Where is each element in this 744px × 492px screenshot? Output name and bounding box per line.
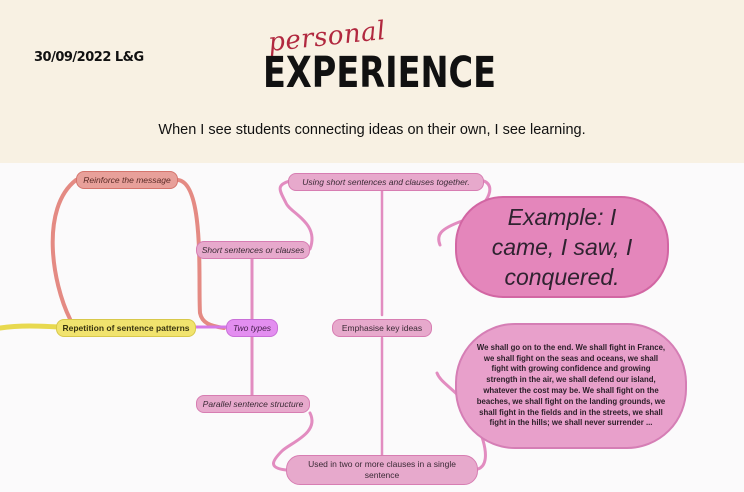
node-used-in-label: Used in two or more clauses in a single … [308,459,456,480]
page-title: EXPERIENCE [263,48,497,98]
node-using-short-label: Using short sentences and clauses togeth… [302,177,470,187]
used-in-connector [272,411,314,472]
reinforce-return-connector [176,178,226,330]
node-parallel-label: Parallel sentence structure [202,399,304,409]
node-parallel[interactable]: Parallel sentence structure [196,395,310,413]
node-root-label: Repetition of sentence patterns [62,323,190,333]
node-example-label: Example: I came, I saw, I conquered. [491,204,633,290]
node-quote[interactable]: We shall go on to the end. We shall figh… [455,323,687,449]
node-using-short[interactable]: Using short sentences and clauses togeth… [288,173,484,191]
tagline: When I see students connecting ideas on … [158,122,586,138]
mind-map-canvas: Reinforce the message Repetition of sent… [0,163,744,492]
using-short-connector [278,179,314,251]
header-banner: 30/09/2022 L&G personal EXPERIENCE When … [0,0,744,163]
node-root[interactable]: Repetition of sentence patterns [56,319,196,337]
node-two-types[interactable]: Two types [226,319,278,337]
node-quote-label: We shall go on to the end. We shall figh… [476,342,666,428]
node-emphasise[interactable]: Emphasise key ideas [332,319,432,337]
mind-map-connectors [0,178,492,472]
node-used-in[interactable]: Used in two or more clauses in a single … [286,455,478,485]
node-example[interactable]: Example: I came, I saw, I conquered. [455,196,669,298]
node-short-sentences[interactable]: Short sentences or clauses [196,241,310,259]
root-branch-connector [0,323,61,331]
node-emphasise-label: Emphasise key ideas [341,323,423,333]
node-reinforce-label: Reinforce the message [83,175,171,185]
node-two-types-label: Two types [232,323,272,333]
node-reinforce-message[interactable]: Reinforce the message [76,171,178,189]
reinforce-connector [50,178,78,321]
node-short-sentences-label: Short sentences or clauses [201,245,305,255]
date-label: 30/09/2022 L&G [34,50,144,65]
